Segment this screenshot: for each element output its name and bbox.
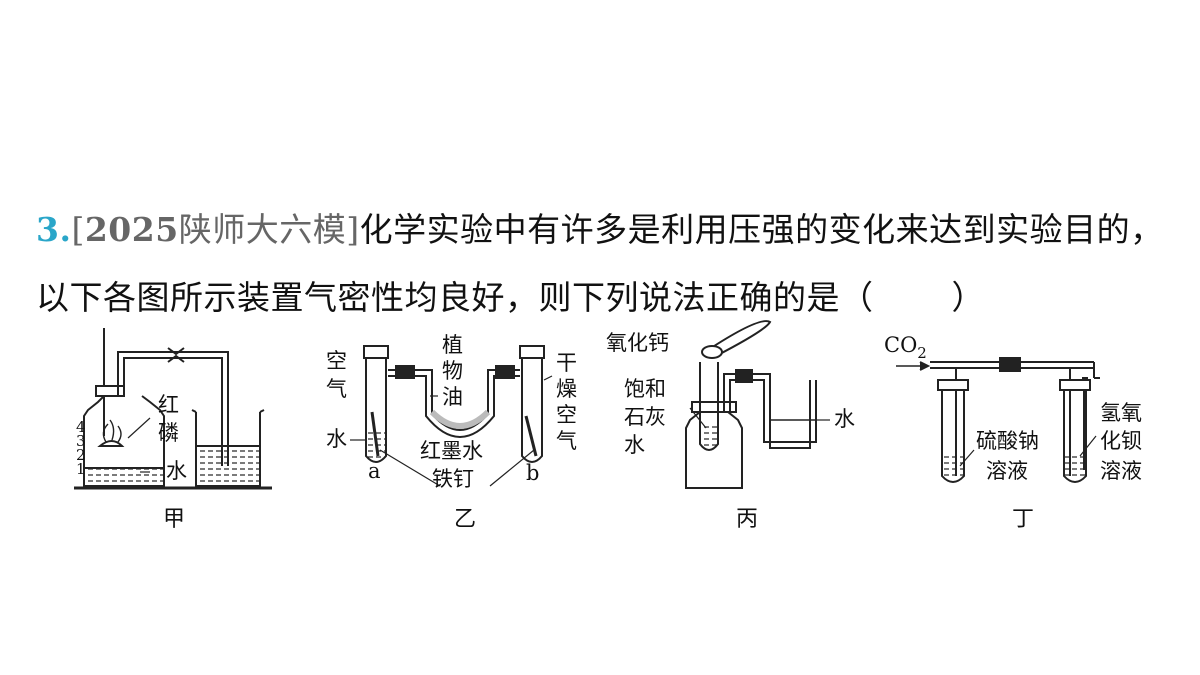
iron-nail-a (370, 411, 380, 457)
label-na2so4-2: 溶液 (986, 459, 1028, 483)
u-tube-bing (723, 373, 811, 449)
caption-bing: 丙 (736, 507, 758, 532)
question-number: 3. (36, 210, 72, 249)
test-tube-b (521, 358, 543, 463)
label-phosphorus: 磷 (158, 421, 179, 445)
question-text: 3.[2025陕师大六模]化学实验中有许多是利用压强的变化来达到实验目的， 以下… (36, 196, 1176, 332)
label-baoh-1: 氢氧 (1100, 401, 1142, 425)
combustion-spoon (97, 440, 125, 447)
arrow-icon (919, 361, 931, 371)
label-iron-nail: 铁钉 (432, 467, 474, 491)
label-lime-2: 石灰 (624, 405, 666, 429)
rubber-joint-left (395, 365, 415, 379)
answer-paren-close: ） (951, 278, 985, 317)
label-baoh-3: 溶液 (1100, 459, 1142, 483)
caption-jia: 甲 (163, 507, 185, 532)
label-water-bing: 水 (834, 407, 855, 431)
figure-yi (350, 345, 553, 487)
label-dry-2: 燥 (556, 377, 577, 401)
label-oil-1: 植 (442, 333, 463, 357)
label-lime-1: 饱和 (624, 377, 666, 401)
apparatus-diagram: 4 3 2 1 红 磷 水 甲 空 气 水 a b 植 物 油 红墨水 铁钉 干… (74, 320, 1142, 532)
test-tube-baoh2 (1063, 390, 1087, 483)
label-na2so4-1: 硫酸钠 (976, 429, 1039, 453)
answer-paren-open: （ (840, 278, 874, 317)
rubber-joint-right (495, 365, 515, 379)
jar-water (84, 468, 164, 486)
label-oil-3: 油 (442, 385, 463, 409)
label-red-ink: 红墨水 (420, 439, 483, 463)
beaker-water (196, 446, 260, 486)
label-lime-3: 水 (624, 433, 645, 457)
flame-icon (102, 419, 122, 443)
label-water-jia: 水 (166, 459, 187, 483)
test-tube-a (365, 358, 387, 463)
jar-stopper (95, 385, 125, 397)
label-dry-4: 气 (556, 429, 577, 453)
scale-3: 3 (76, 432, 86, 450)
caption-ding: 丁 (1012, 507, 1034, 532)
figure-ding (896, 357, 1100, 483)
scale-2: 2 (76, 446, 86, 464)
label-baoh-2: 化钡 (1100, 429, 1142, 453)
label-dry-1: 干 (556, 351, 577, 375)
label-oil-2: 物 (442, 359, 463, 383)
caption-yi: 乙 (454, 507, 476, 532)
label-water-yi: 水 (326, 427, 347, 451)
question-line-1: 3.[2025陕师大六模]化学实验中有许多是利用压强的变化来达到实验目的， (36, 196, 1176, 264)
label-tube-a: a (368, 459, 381, 483)
spoon-icon (707, 320, 772, 357)
wide-bottle (685, 411, 743, 489)
label-red: 红 (158, 393, 179, 417)
question-stem-1: 化学实验中有许多是利用压强的变化来达到实验目的， (359, 210, 1164, 249)
scale-1: 1 (76, 460, 86, 478)
test-tube-na2so4 (941, 390, 965, 483)
question-line-2: 以下各图所示装置气密性均良好，则下列说法正确的是（ ） (36, 264, 1176, 332)
iron-nail-b (524, 415, 538, 457)
question-stem-2: 以下各图所示装置气密性均良好，则下列说法正确的是 (36, 278, 840, 317)
label-dry-3: 空 (556, 403, 577, 427)
question-source: [2025陕师大六模] (71, 210, 360, 249)
label-tube-b: b (526, 461, 539, 485)
label-air-1: 空 (326, 349, 347, 373)
experiment-figures: 4 3 2 1 红 磷 水 甲 空 气 水 a b 植 物 油 红墨水 铁钉 干… (0, 316, 1200, 546)
label-co2: CO2 (884, 333, 927, 362)
inner-tube (699, 362, 719, 451)
figure-bing (685, 320, 830, 489)
label-cao: 氧化钙 (606, 331, 669, 355)
figure-jia (74, 328, 272, 490)
label-air-2: 气 (326, 377, 347, 401)
scale-4: 4 (76, 418, 86, 436)
clamp-icon (167, 347, 185, 363)
